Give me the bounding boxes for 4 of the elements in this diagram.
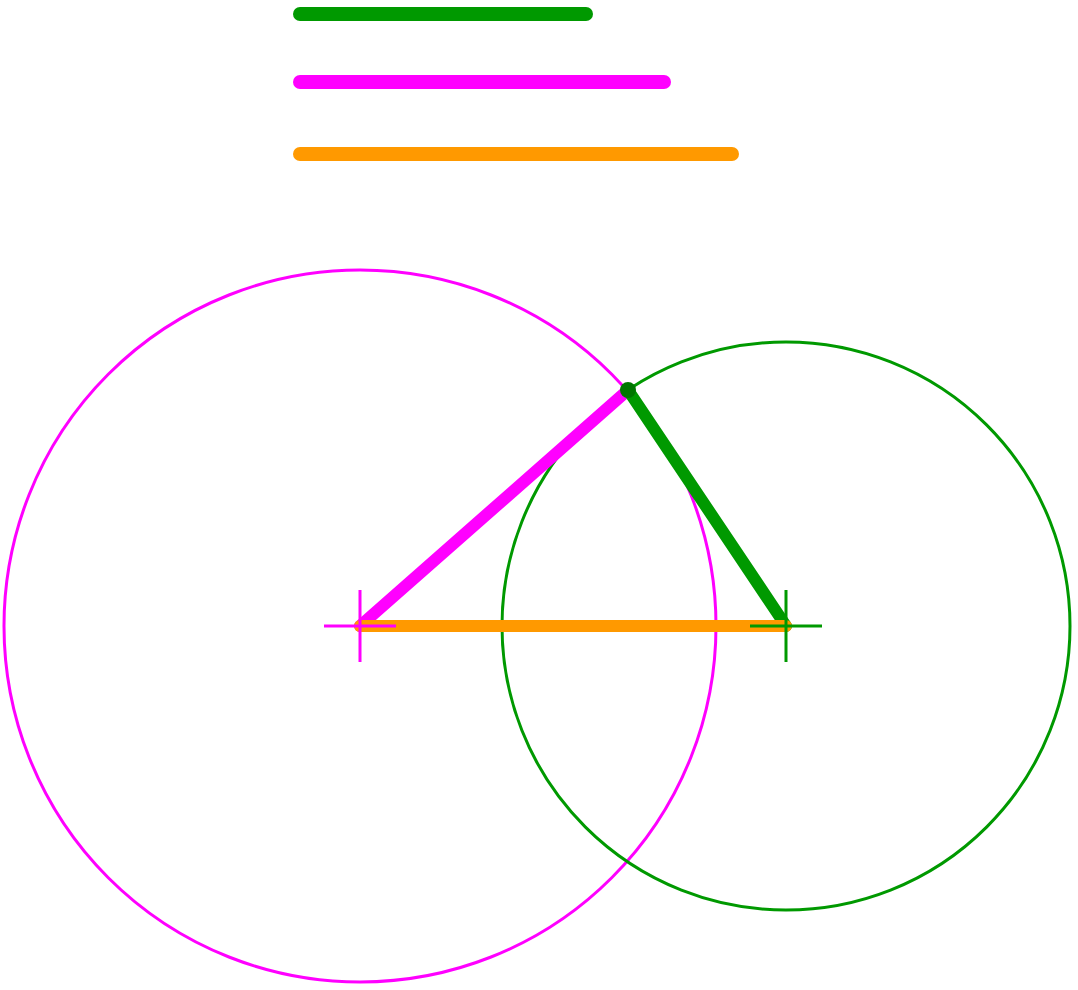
vertex-point xyxy=(620,382,636,398)
cross-mark xyxy=(324,590,396,662)
triangle-side xyxy=(354,620,792,632)
cross-mark xyxy=(750,590,822,662)
